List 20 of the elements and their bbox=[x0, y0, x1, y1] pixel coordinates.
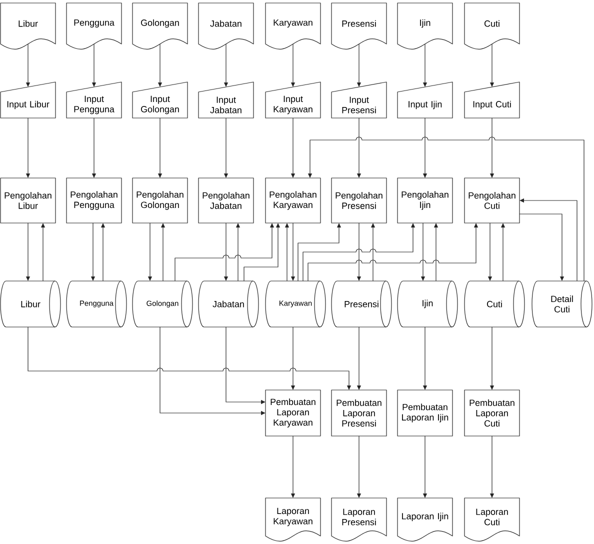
arrow bbox=[519, 214, 564, 281]
process-box: Pembuatan Laporan Cuti bbox=[464, 390, 520, 436]
storage-cylinder: Ijin bbox=[397, 280, 458, 328]
process-box: Pengolahan Presensi bbox=[331, 178, 387, 224]
process-box: Pengolahan Cuti bbox=[464, 178, 520, 224]
process-box: Pembuatan Laporan Karyawan bbox=[265, 390, 321, 436]
storage-cylinder: Cuti bbox=[464, 280, 525, 328]
process-box: Pengolahan Karyawan bbox=[265, 178, 321, 224]
process-box: Pembuatan Laporan Presensi bbox=[331, 390, 387, 436]
storage-cylinder: Presensi bbox=[331, 280, 392, 328]
process-box: Pengolahan Libur bbox=[0, 178, 56, 224]
process-box: Pengolahan Pengguna bbox=[66, 178, 122, 224]
storage-cylinder: Jabatan bbox=[198, 280, 259, 328]
process-box: Pengolahan Jabatan bbox=[198, 178, 254, 224]
storage-cylinder: Libur bbox=[0, 280, 61, 328]
process-box: Pengolahan Golongan bbox=[132, 178, 188, 224]
storage-cylinder: Detail Cuti bbox=[532, 280, 592, 328]
arrow bbox=[28, 326, 352, 390]
process-box: Pengolahan Ijin bbox=[397, 178, 453, 224]
process-box: Pembuatan Laporan Ijin bbox=[397, 390, 453, 436]
